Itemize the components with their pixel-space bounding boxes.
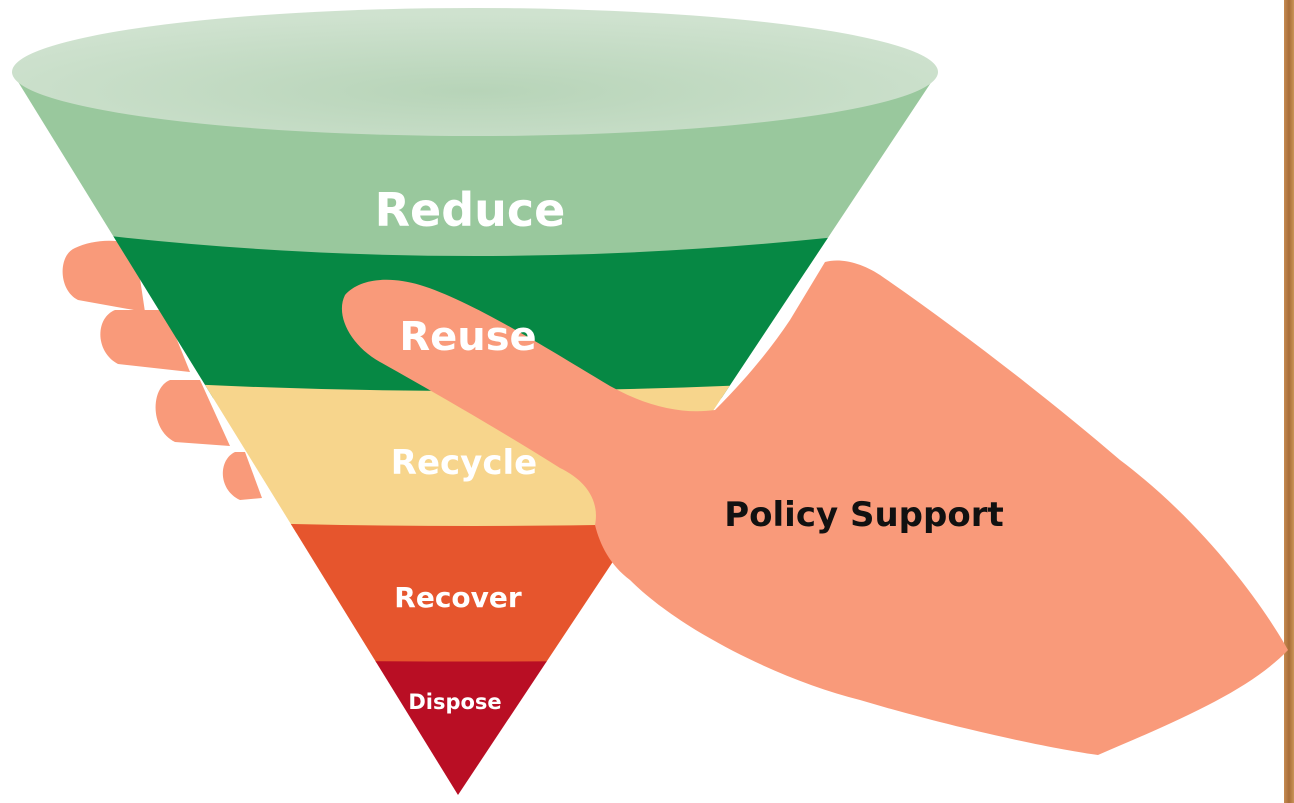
level-label-reduce: Reduce bbox=[375, 183, 566, 237]
hand-label-policy-support: Policy Support bbox=[724, 495, 1004, 535]
level-label-dispose: Dispose bbox=[408, 690, 501, 714]
funnel-rim bbox=[12, 8, 938, 136]
hand-fingers-back bbox=[62, 240, 262, 500]
hand-palm bbox=[341, 260, 1288, 755]
level-label-recover: Recover bbox=[394, 581, 522, 614]
level-label-reuse: Reuse bbox=[399, 314, 536, 360]
wood-edge-strip bbox=[1284, 0, 1294, 803]
level-label-recycle: Recycle bbox=[391, 443, 537, 483]
